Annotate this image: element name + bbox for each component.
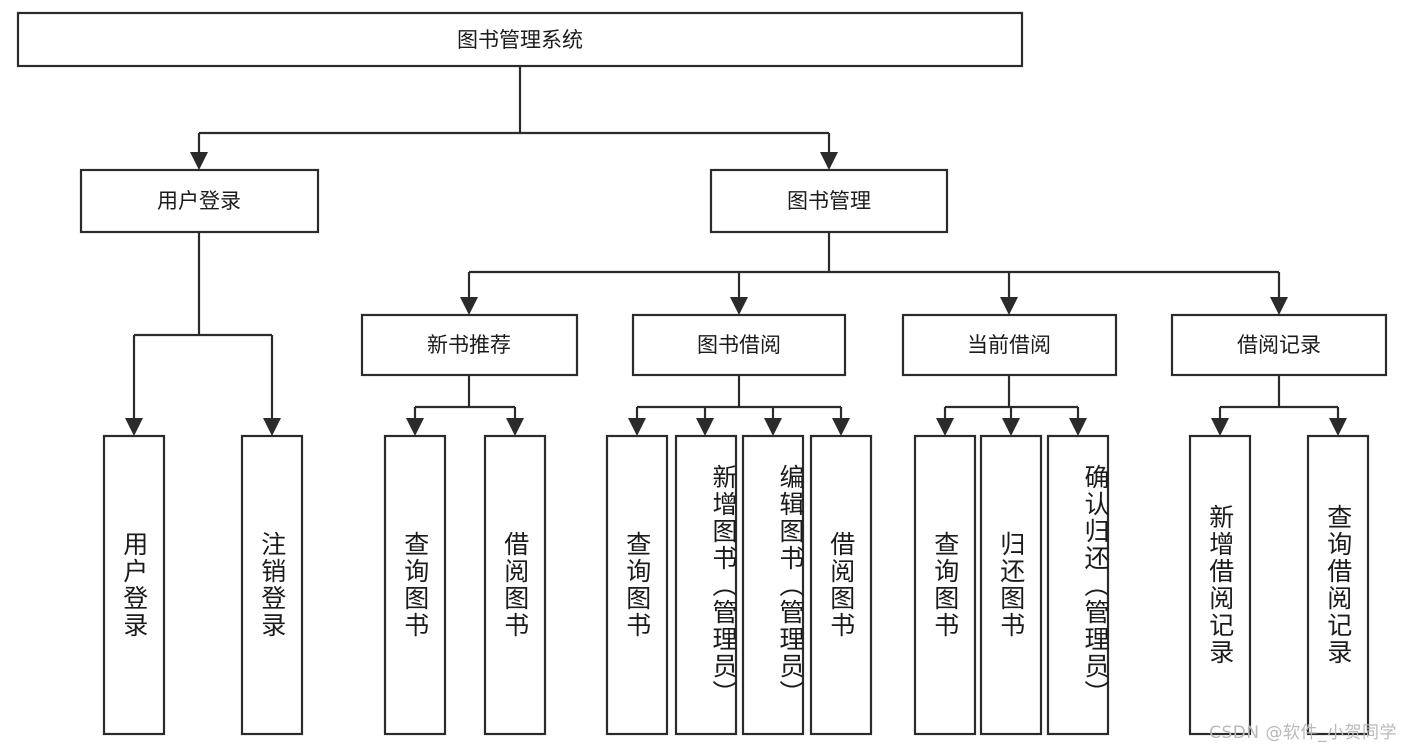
node-book-borrow[interactable]: 图书借阅: [631, 313, 847, 377]
node-new-book-recommend-label: 新书推荐: [427, 333, 511, 357]
arrow-leaf-add-record: [1211, 418, 1229, 436]
arrow-leaf-user-logout: [263, 418, 281, 436]
node-book-management-box[interactable]: [709, 168, 949, 234]
node-user-login-box[interactable]: [79, 168, 320, 234]
arrow-book-borrow: [730, 297, 748, 315]
leaf-borrow-book-2-box[interactable]: [809, 434, 873, 736]
arrow-leaf-return-book: [1002, 418, 1020, 436]
node-borrow-record-label: 借阅记录: [1237, 333, 1321, 357]
leaf-query-book-1-box[interactable]: [383, 434, 447, 736]
arrow-leaf-borrow-book-1: [506, 418, 524, 436]
node-borrow-record-box[interactable]: [1170, 313, 1388, 377]
leaf-add-book-box[interactable]: [674, 434, 738, 736]
node-current-borrow-box[interactable]: [901, 313, 1118, 377]
node-root-box[interactable]: [16, 11, 1024, 68]
arrow-leaf-edit-book: [764, 418, 782, 436]
node-book-borrow-box[interactable]: [631, 313, 847, 377]
arrow-leaf-add-book: [696, 418, 714, 436]
leaf-user-logout-box[interactable]: [240, 434, 304, 736]
connector-layer: [125, 66, 1347, 436]
arrow-user-login: [190, 152, 208, 170]
leaf-confirm-return-box[interactable]: [1046, 434, 1110, 736]
arrow-leaf-query-book-1: [406, 418, 424, 436]
node-borrow-record[interactable]: 借阅记录: [1170, 313, 1388, 377]
leaf-edit-book-box[interactable]: [741, 434, 805, 736]
arrow-leaf-confirm-return: [1069, 418, 1087, 436]
arrow-book-management: [820, 152, 838, 170]
leaf-user-login-box[interactable]: [102, 434, 166, 736]
arrow-new-book-recommend: [460, 297, 478, 315]
leaf-query-record-box[interactable]: [1306, 434, 1370, 736]
leaf-add-record-box[interactable]: [1188, 434, 1252, 736]
arrow-leaf-query-book-3: [936, 418, 954, 436]
node-root[interactable]: 图书管理系统: [16, 11, 1024, 68]
node-new-book-recommend-box[interactable]: [360, 313, 579, 377]
csdn-watermark: CSDN @软件_小贺同学: [1209, 723, 1397, 743]
node-book-management-label: 图书管理: [787, 189, 871, 213]
arrow-leaf-query-book-2: [628, 418, 646, 436]
leaf-query-book-2-box[interactable]: [605, 434, 669, 736]
leaf-query-book-3-box[interactable]: [913, 434, 977, 736]
leaf-return-book-box[interactable]: [979, 434, 1043, 736]
node-root-label: 图书管理系统: [457, 28, 583, 52]
arrow-leaf-borrow-book-2: [832, 418, 850, 436]
leaf-borrow-book-1-box[interactable]: [483, 434, 547, 736]
arrow-borrow-record: [1270, 297, 1288, 315]
node-user-login-label: 用户登录: [157, 189, 241, 213]
leaf-box-layer: [102, 434, 1370, 736]
node-user-login[interactable]: 用户登录: [79, 168, 320, 234]
node-book-borrow-label: 图书借阅: [697, 333, 781, 357]
node-book-management[interactable]: 图书管理: [709, 168, 949, 234]
arrow-leaf-user-login: [125, 418, 143, 436]
node-new-book-recommend[interactable]: 新书推荐: [360, 313, 579, 377]
arrow-leaf-query-record: [1329, 418, 1347, 436]
node-current-borrow-label: 当前借阅: [967, 333, 1051, 357]
arrow-current-borrow: [1000, 297, 1018, 315]
node-current-borrow[interactable]: 当前借阅: [901, 313, 1118, 377]
